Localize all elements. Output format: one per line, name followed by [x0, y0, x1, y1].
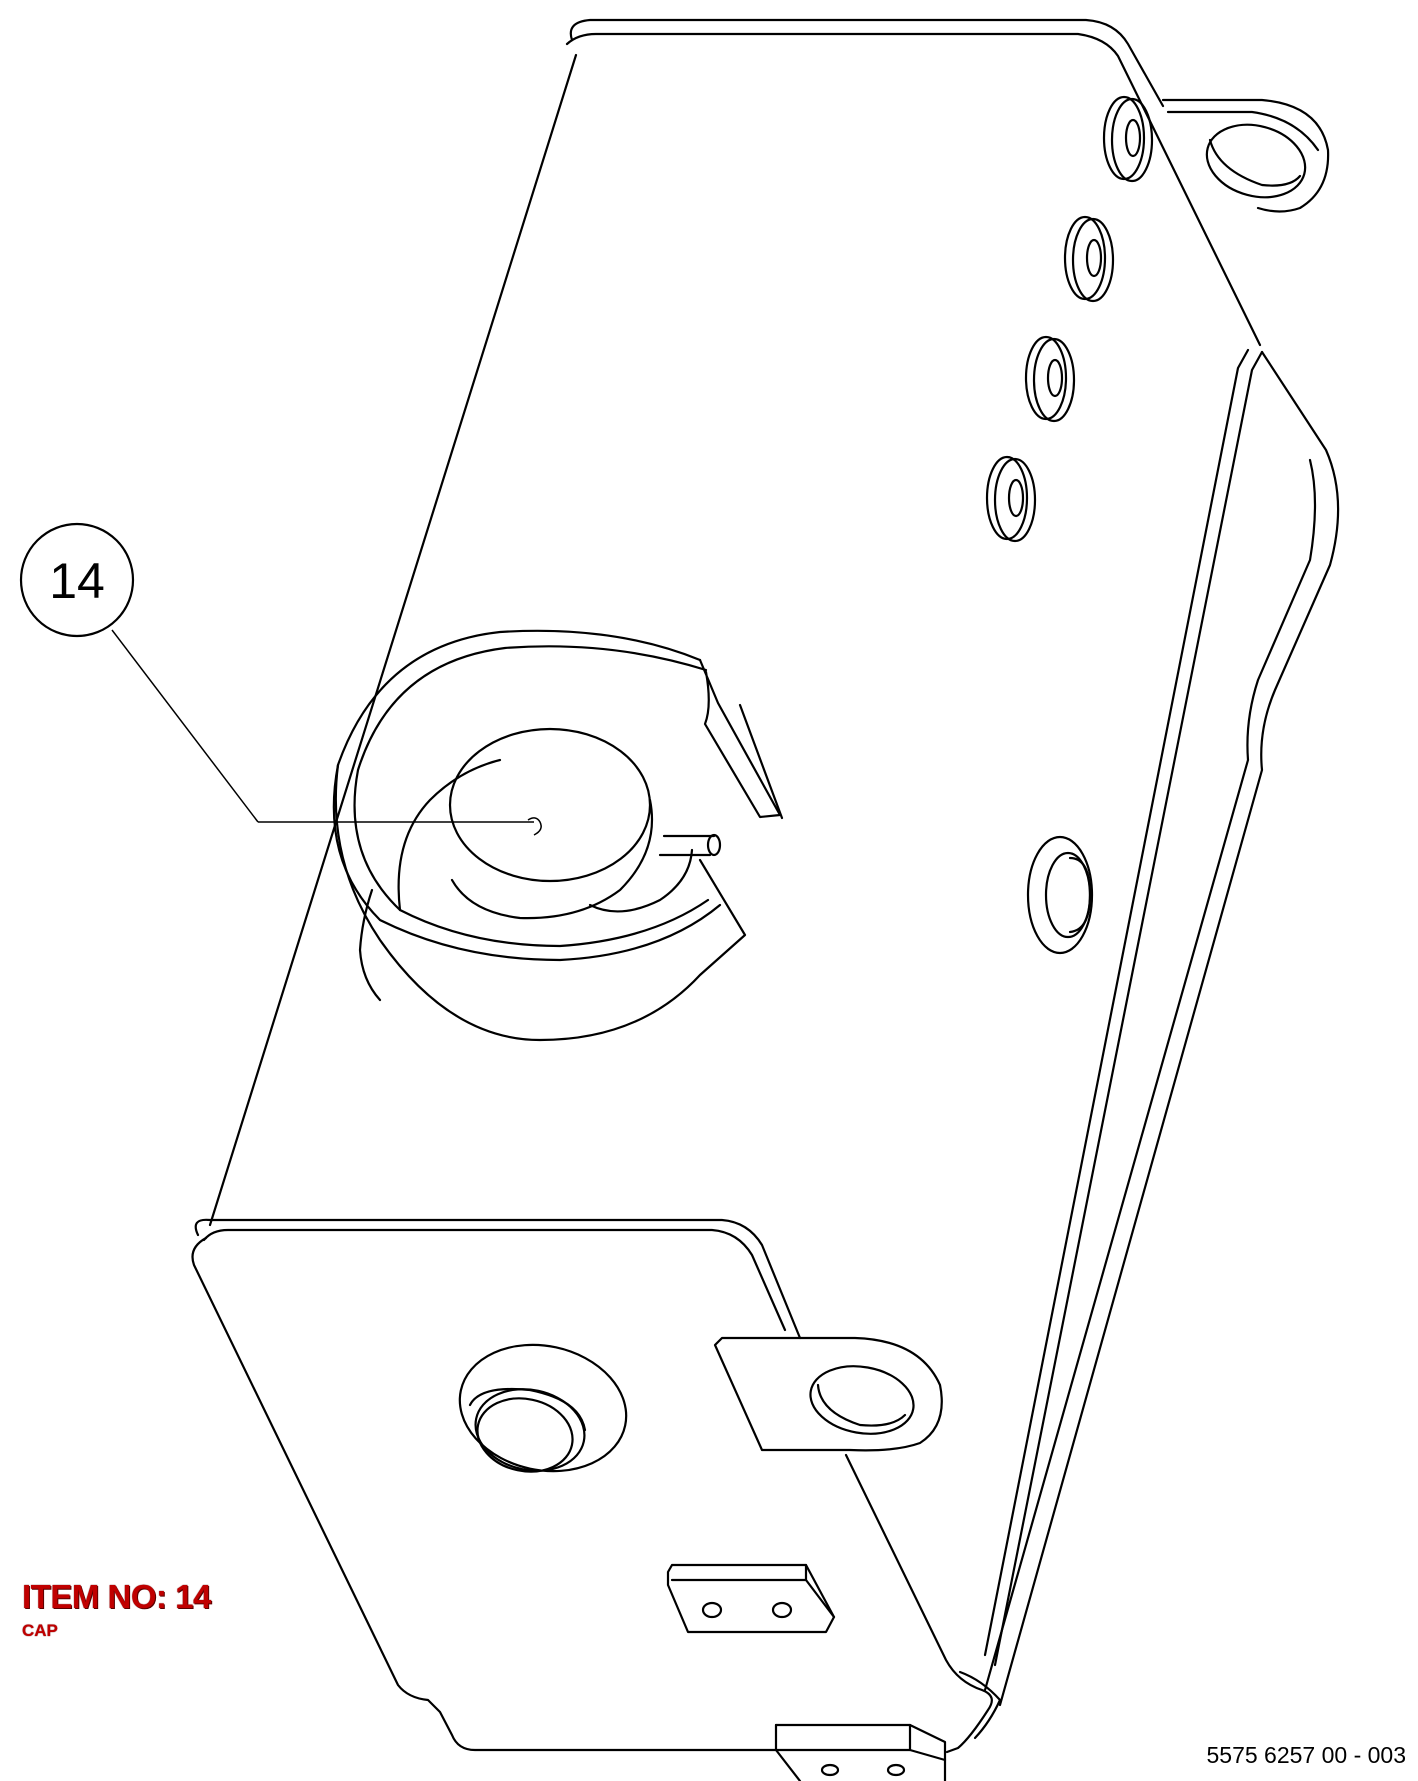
housing-left-edge	[208, 53, 578, 1227]
item-description: CAP	[22, 1621, 58, 1640]
housing-top-rim	[569, 18, 1165, 108]
lower-lug-hole	[809, 1365, 915, 1435]
callout-14: 14	[19, 522, 534, 823]
housing-bottom-plate-front	[191, 1236, 778, 1752]
cup-inner-rim	[353, 645, 710, 948]
housing-bottom-corner	[958, 1670, 1002, 1740]
cap-center-mark	[527, 817, 542, 836]
boss-2	[1063, 215, 1115, 303]
circle-callout-icon	[19, 522, 135, 638]
boss-3	[1024, 335, 1076, 423]
housing-right-outer	[998, 350, 1340, 1707]
cup-lip	[698, 658, 782, 819]
cap-disc-top	[448, 727, 652, 883]
bottom-tab	[774, 1723, 947, 1781]
housing-right-flange-2	[993, 350, 1264, 1667]
cap-pin-end	[706, 833, 722, 857]
housing-bottom-plate-upper	[202, 1228, 787, 1332]
balloon-number: 14	[49, 553, 105, 609]
cap-assembly	[332, 629, 784, 1042]
boss-1	[1102, 95, 1154, 183]
cup-lip-front	[738, 703, 784, 820]
housing-top-rim-inner	[565, 32, 1262, 347]
drawing-number: 5575 6257 00 - 003	[1206, 1742, 1406, 1768]
cup-interior	[397, 758, 502, 912]
cap-pin	[658, 834, 716, 857]
housing-bottom-right-edge	[844, 1453, 993, 1754]
cap-disc-side	[450, 798, 654, 920]
lower-lug	[713, 1336, 943, 1452]
top-lug-hole	[1205, 123, 1307, 199]
housing-right-flange	[983, 348, 1250, 1657]
side-boss	[1026, 835, 1094, 955]
leader-line-icon	[111, 629, 259, 823]
boss-4	[985, 455, 1037, 543]
cup-body-side	[358, 888, 382, 1002]
item-number-label: ITEM NO: 14	[22, 1578, 211, 1615]
cup-body-lower	[334, 763, 747, 1042]
housing	[191, 18, 1340, 1754]
boss-row	[985, 95, 1154, 543]
bottom-port	[458, 1343, 628, 1473]
housing-bottom-plate	[194, 1218, 802, 1340]
cap-disc-base	[588, 848, 694, 913]
cup-outer-rim	[332, 629, 722, 962]
terminal-block	[666, 1563, 836, 1634]
housing-right-flange-3	[983, 458, 1317, 1692]
top-lug	[1161, 98, 1330, 213]
